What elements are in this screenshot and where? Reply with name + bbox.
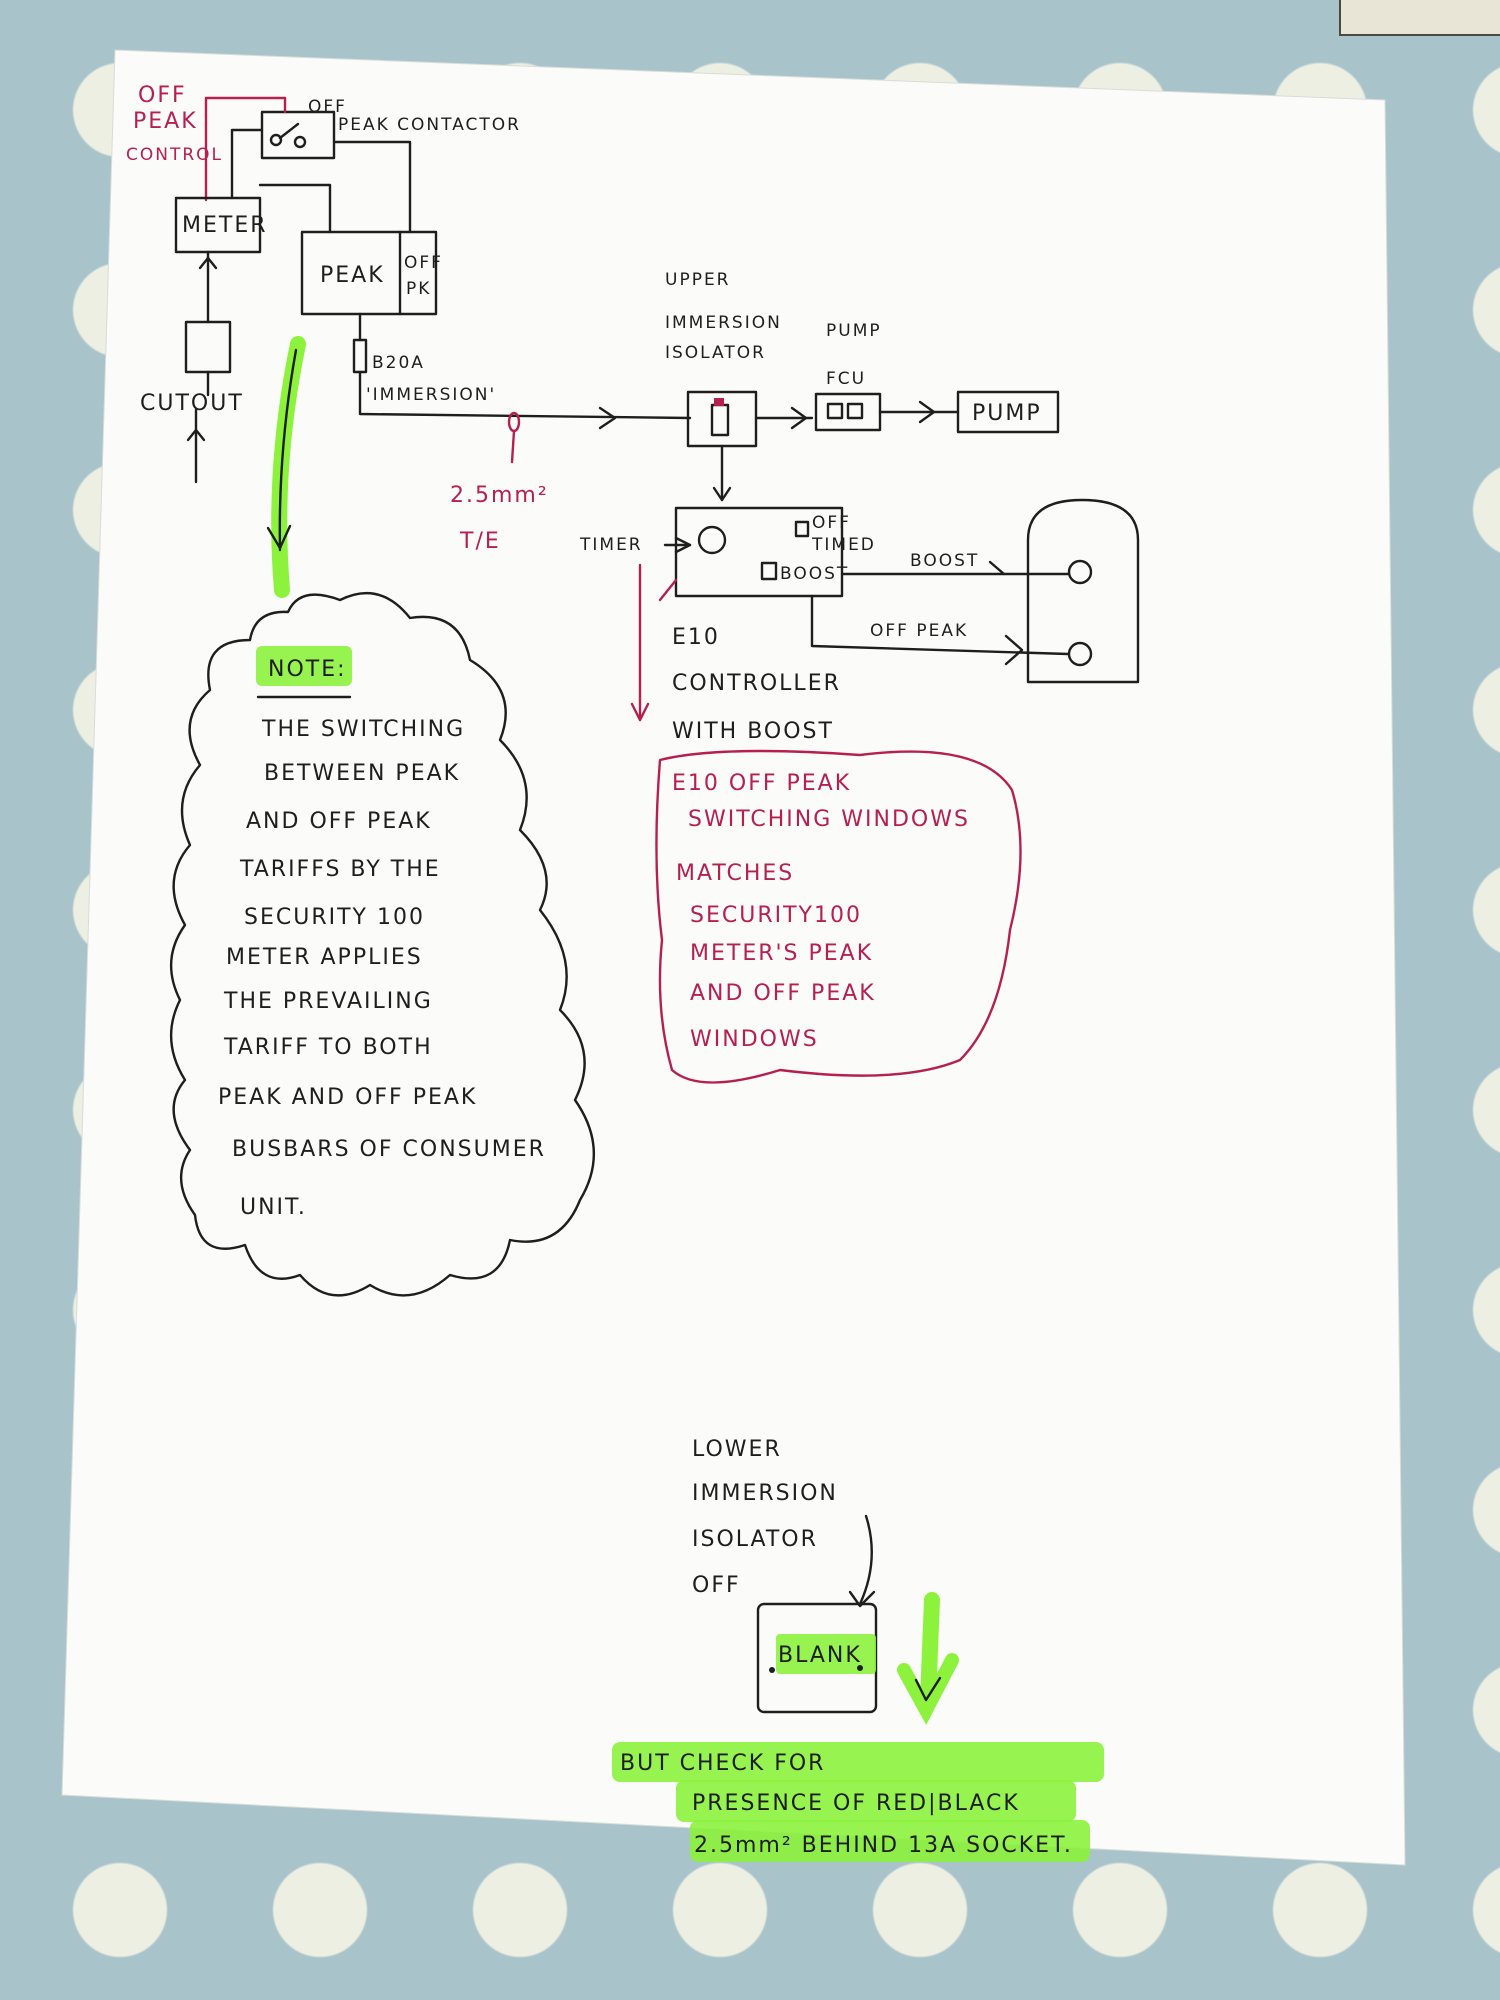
contactor-symbol bbox=[260, 110, 336, 160]
immersion-circuit: B20A 'IMMERSION' 2.5mm² T/E bbox=[352, 312, 692, 554]
boost-button-label: BOOST bbox=[780, 564, 849, 584]
upper-label-line-3: ISOLATOR bbox=[665, 343, 766, 363]
e10-controller-section: TIMER OFF TIMED BOOST E10 CONTROLLER WIT… bbox=[579, 498, 1140, 744]
e10-note-line-7: WINDOWS bbox=[690, 1027, 819, 1052]
lower-label-line-2: IMMERSION bbox=[692, 1481, 838, 1506]
note-cloud: NOTE: THE SWITCHING BETWEEN PEAK AND OFF… bbox=[170, 592, 596, 1297]
offpeak-line-label: OFF PEAK bbox=[870, 621, 968, 641]
upper-element bbox=[1067, 559, 1093, 585]
e10-note-line-2: SWITCHING WINDOWS bbox=[688, 807, 970, 832]
meter-label: METER bbox=[182, 213, 268, 238]
timer-dial bbox=[697, 525, 727, 555]
e10-note-bubble: E10 OFF PEAK SWITCHING WINDOWS MATCHES S… bbox=[655, 749, 1022, 1084]
offtimed-label-line-2: TIMED bbox=[811, 535, 876, 555]
check-line-3: 2.5mm² BEHIND 13A SOCKET. bbox=[694, 1833, 1073, 1858]
off-peak-control-line-1: OFF bbox=[138, 83, 187, 108]
paper-sheet bbox=[61, 49, 1406, 1866]
e10-note-line-6: AND OFF PEAK bbox=[690, 981, 876, 1006]
pump-box bbox=[956, 390, 1060, 434]
e10-note-line-1: E10 OFF PEAK bbox=[672, 771, 851, 796]
offpk-label-line-2: PK bbox=[406, 279, 431, 299]
controller-name-line-3: WITH BOOST bbox=[672, 719, 834, 744]
lower-isolator-section: LOWER IMMERSION ISOLATOR OFF BLANK bbox=[692, 1437, 959, 1725]
consumer-unit bbox=[300, 230, 438, 316]
check-note: BUT CHECK FOR PRESENCE OF RED|BLACK 2.5m… bbox=[612, 1742, 1104, 1862]
pump-label: PUMP bbox=[972, 401, 1042, 426]
note-line-6: METER APPLIES bbox=[226, 945, 423, 970]
note-line-1: THE SWITCHING bbox=[261, 717, 465, 742]
e10-note-line-3: MATCHES bbox=[676, 861, 794, 886]
timer-label: TIMER bbox=[579, 535, 643, 555]
meter-section: OFF PEAK CONTROL OFF PEAK CONTACTOR METE… bbox=[126, 83, 521, 484]
lower-label-line-4: OFF bbox=[692, 1573, 741, 1598]
peak-busbar-label: PEAK bbox=[320, 263, 385, 288]
e10-note-line-5: METER'S PEAK bbox=[690, 941, 873, 966]
pump-fcu-label-line-1: PUMP bbox=[826, 321, 882, 341]
pump-fcu-label-line-2: FCU bbox=[826, 369, 866, 389]
note-line-7: THE PREVAILING bbox=[223, 989, 433, 1014]
meter-box bbox=[174, 196, 262, 254]
breaker-label: B20A bbox=[372, 353, 425, 373]
note-line-4: TARIFFS BY THE bbox=[239, 857, 441, 882]
cable-size-label: 2.5mm² bbox=[450, 483, 549, 508]
green-arrow bbox=[266, 336, 306, 598]
controller-name-line-2: CONTROLLER bbox=[672, 671, 841, 696]
lower-label-line-3: ISOLATOR bbox=[692, 1527, 818, 1552]
notebook-corner bbox=[1339, 0, 1500, 36]
note-line-9: PEAK AND OFF PEAK bbox=[218, 1085, 477, 1110]
note-heading: NOTE: bbox=[268, 657, 347, 682]
off-peak-control-line-3: CONTROL bbox=[126, 145, 223, 165]
hot-water-cylinder bbox=[1026, 498, 1140, 684]
check-line-1: BUT CHECK FOR bbox=[620, 1751, 825, 1776]
controller-name-line-1: E10 bbox=[672, 625, 720, 650]
boost-button bbox=[760, 561, 778, 581]
off-peak-control-wire bbox=[204, 96, 287, 202]
note-line-8: TARIFF TO BOTH bbox=[223, 1035, 433, 1060]
offtimed-label-line-1: OFF bbox=[812, 513, 851, 533]
e10-note-line-4: SECURITY100 bbox=[690, 903, 862, 928]
cable-type-label: T/E bbox=[459, 529, 501, 554]
blank-label: BLANK bbox=[778, 1643, 862, 1668]
note-line-10: BUSBARS OF CONSUMER bbox=[232, 1137, 546, 1162]
lower-element bbox=[1067, 641, 1093, 667]
upper-isolator-section: UPPER IMMERSION ISOLATOR PUMP FCU PUMP bbox=[665, 270, 1060, 502]
contactor-label-line-1: OFF bbox=[308, 97, 347, 117]
contactor-label-line-2: PEAK CONTACTOR bbox=[338, 115, 521, 135]
boost-line-label: BOOST bbox=[910, 551, 979, 571]
note-line-11: UNIT. bbox=[240, 1195, 307, 1220]
cutout-label: CUTOUT bbox=[140, 391, 244, 416]
breaker-name: 'IMMERSION' bbox=[366, 385, 496, 405]
off-peak-control-line-2: PEAK bbox=[133, 109, 198, 134]
note-line-3: AND OFF PEAK bbox=[246, 809, 432, 834]
note-line-5: SECURITY 100 bbox=[244, 905, 425, 930]
check-line-2: PRESENCE OF RED|BLACK bbox=[692, 1791, 1020, 1816]
lower-label-line-1: LOWER bbox=[692, 1437, 782, 1462]
offpk-label-line-1: OFF bbox=[404, 253, 443, 273]
upper-label-line-1: UPPER bbox=[665, 270, 731, 290]
note-line-2: BETWEEN PEAK bbox=[264, 761, 460, 786]
upper-label-line-2: IMMERSION bbox=[665, 313, 782, 333]
